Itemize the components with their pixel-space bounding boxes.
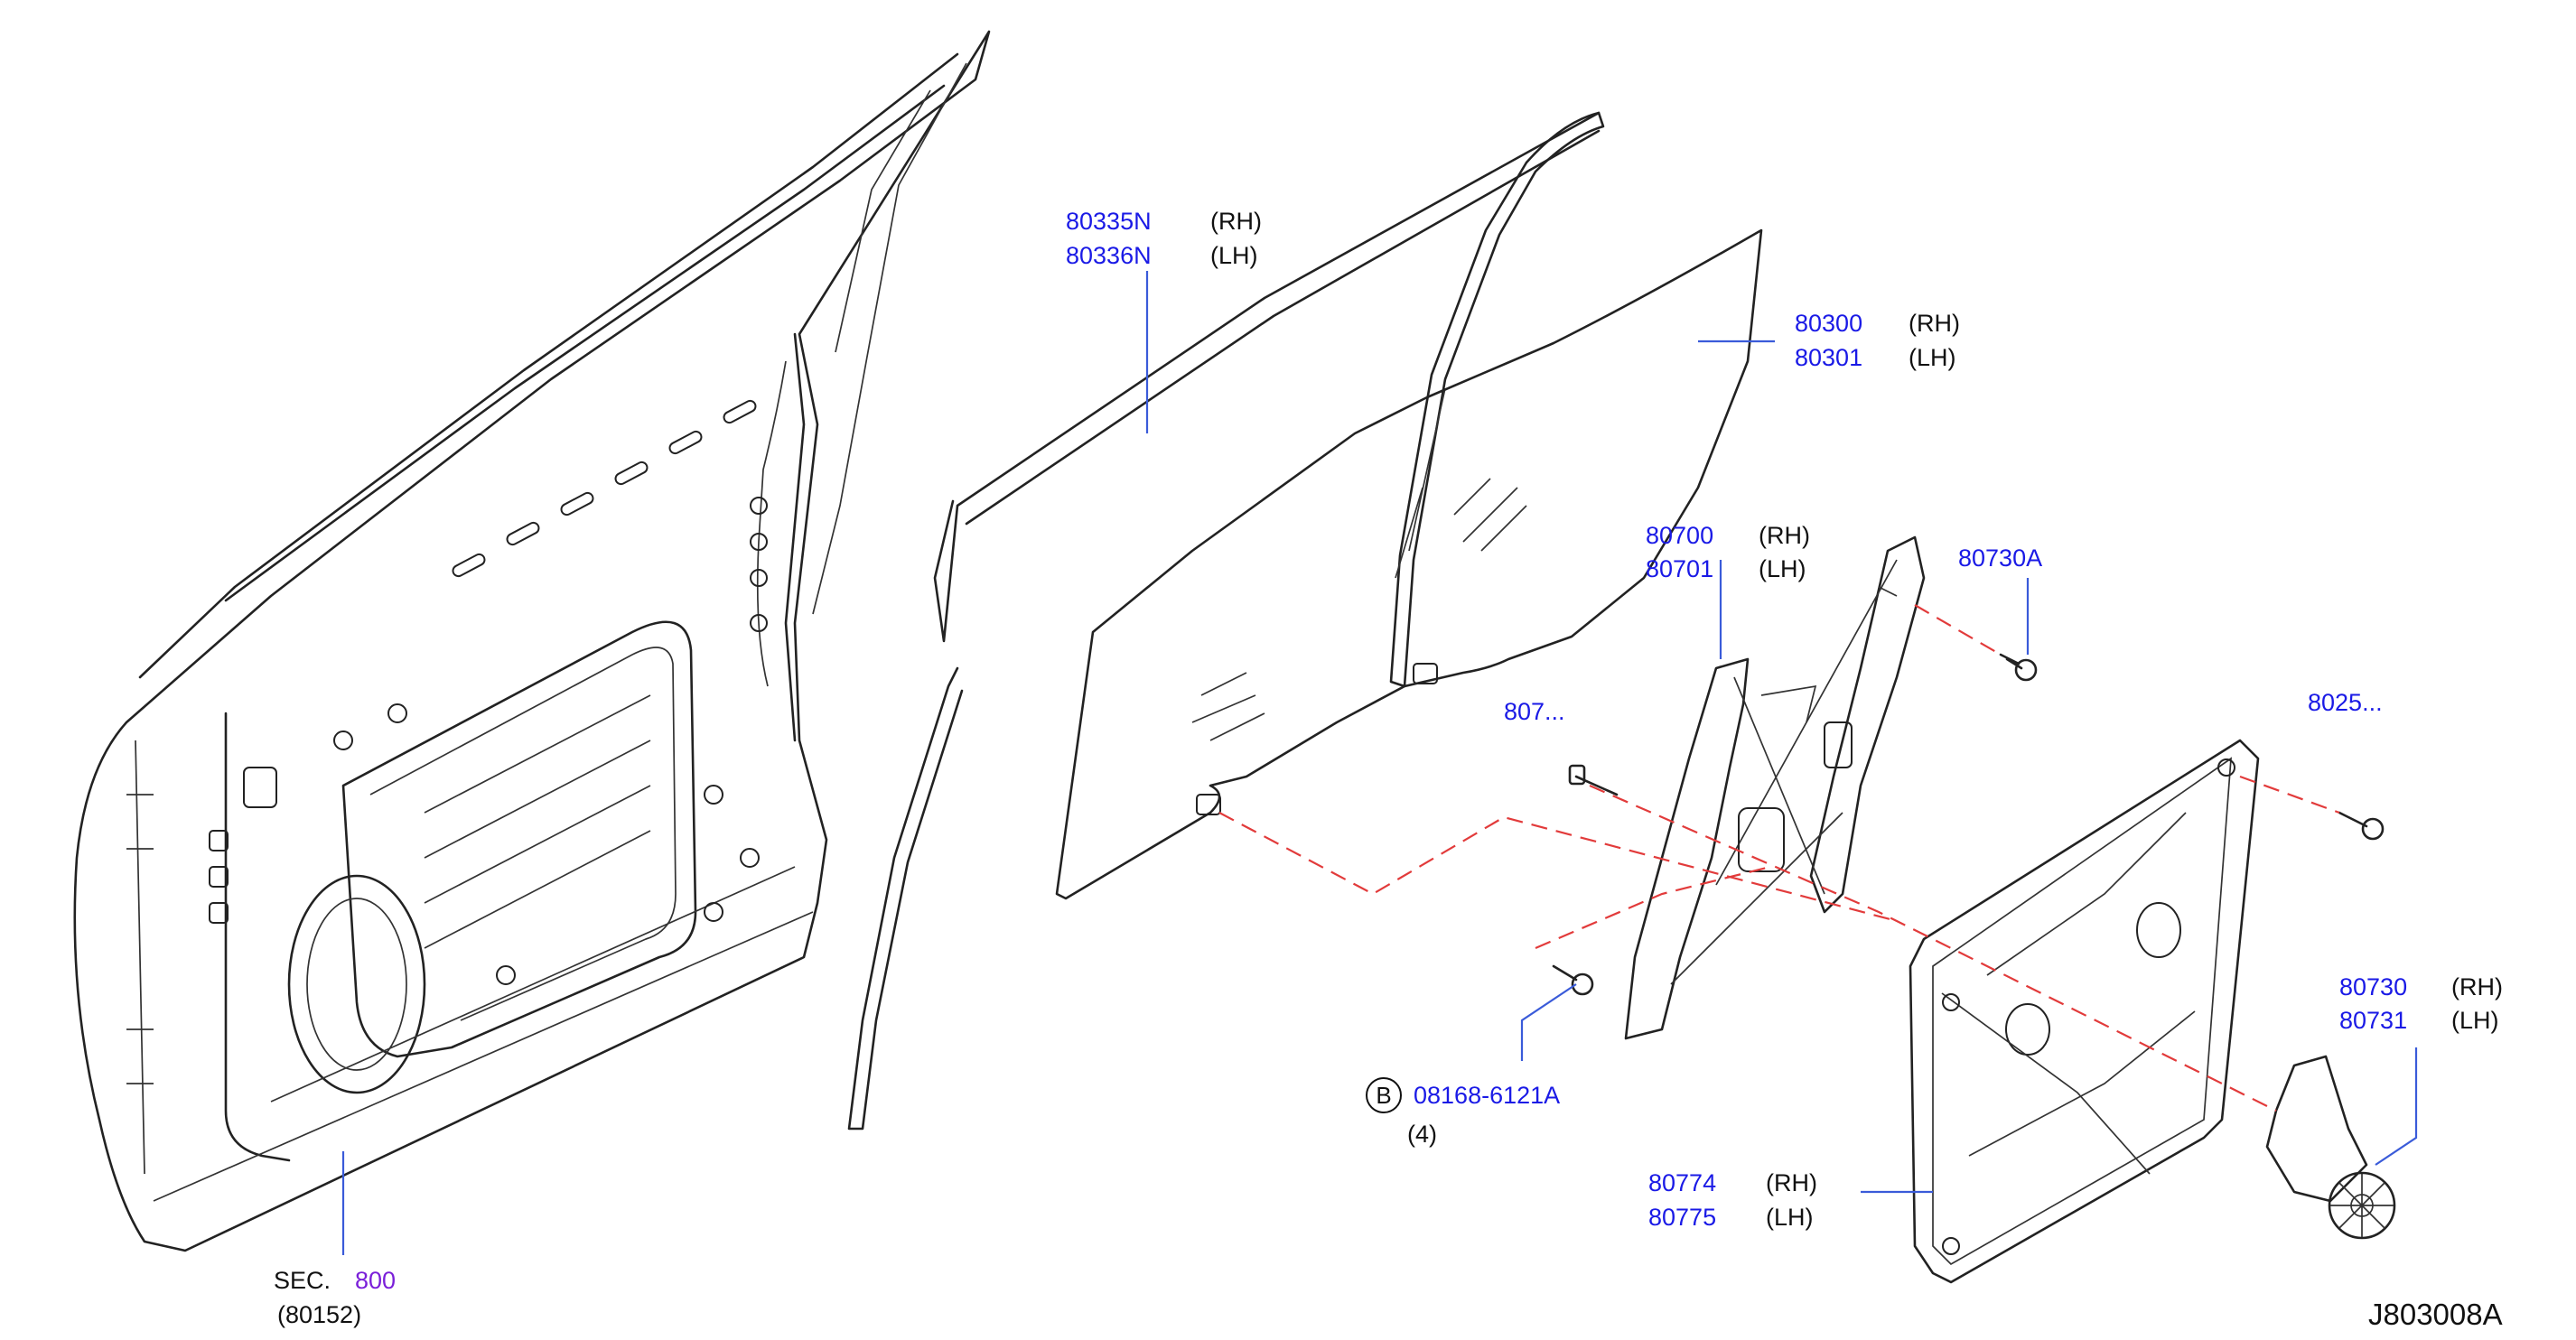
leader-lines xyxy=(341,271,2418,1255)
callout-glass-run-rh: (RH) xyxy=(1210,208,1262,235)
module-plate xyxy=(1909,739,2260,1284)
callout-glass-bolt-pn[interactable]: 807... xyxy=(1504,698,1565,725)
callout-module-plate-lh-pn[interactable]: 80775 xyxy=(1648,1204,1717,1231)
callout-glass-run-lh: (LH) xyxy=(1210,242,1258,269)
callout-regulator-bolt-pn[interactable]: 80730A xyxy=(1958,544,2043,572)
front-door-panel xyxy=(73,30,991,1252)
callout-bolt-b-qty: (4) xyxy=(1407,1121,1437,1148)
callout-motor-rh-pn[interactable]: 80730 xyxy=(2339,973,2408,1000)
glass-run-channel xyxy=(847,111,1605,1131)
callout-regulator-lh-pn[interactable]: 80701 xyxy=(1646,555,1714,582)
callout-door-glass-lh-pn[interactable]: 80301 xyxy=(1795,344,1863,371)
callout-motor-lh-pn[interactable]: 80731 xyxy=(2339,1007,2408,1034)
callout-glass-run-lh-pn[interactable]: 80336N xyxy=(1066,242,1152,269)
alignment-lines xyxy=(1218,604,2340,1112)
callout-door-glass-rh: (RH) xyxy=(1909,310,1960,337)
callout-door-glass-lh: (LH) xyxy=(1909,344,1956,371)
bolt-glass xyxy=(1568,764,1619,796)
callout-module-bolt-pn[interactable]: 8025... xyxy=(2308,689,2383,716)
callout-module-plate-lh: (LH) xyxy=(1766,1204,1814,1231)
bolt-module xyxy=(2338,811,2385,841)
window-regulator xyxy=(1624,535,1926,1040)
callout-module-plate-rh-pn[interactable]: 80774 xyxy=(1648,1169,1717,1196)
callout-regulator-rh-pn[interactable]: 80700 xyxy=(1646,522,1714,549)
callout-motor-lh: (LH) xyxy=(2451,1007,2499,1034)
callout-module-plate-rh: (RH) xyxy=(1766,1169,1817,1196)
door-glass xyxy=(1055,228,1763,900)
window-motor xyxy=(2265,1055,2396,1240)
bolt-b-badge: B xyxy=(1366,1077,1402,1113)
bolt-b xyxy=(1552,964,1594,996)
diagram-code: J803008A xyxy=(2368,1298,2503,1331)
section-number-link[interactable]: 800 xyxy=(355,1267,397,1294)
callout-bolt-b-pn[interactable]: 08168-6121A xyxy=(1414,1082,1561,1109)
callout-regulator-lh: (LH) xyxy=(1759,555,1806,582)
callout-glass-run-rh-pn[interactable]: 80335N xyxy=(1066,208,1152,235)
callout-regulator-rh: (RH) xyxy=(1759,522,1810,549)
callout-motor-rh: (RH) xyxy=(2451,973,2503,1000)
section-prefix: SEC. xyxy=(274,1267,331,1294)
section-ref: (80152) xyxy=(277,1301,362,1328)
bolt-80730a xyxy=(1999,653,2038,682)
callout-door-glass-rh-pn[interactable]: 80300 xyxy=(1795,310,1863,337)
